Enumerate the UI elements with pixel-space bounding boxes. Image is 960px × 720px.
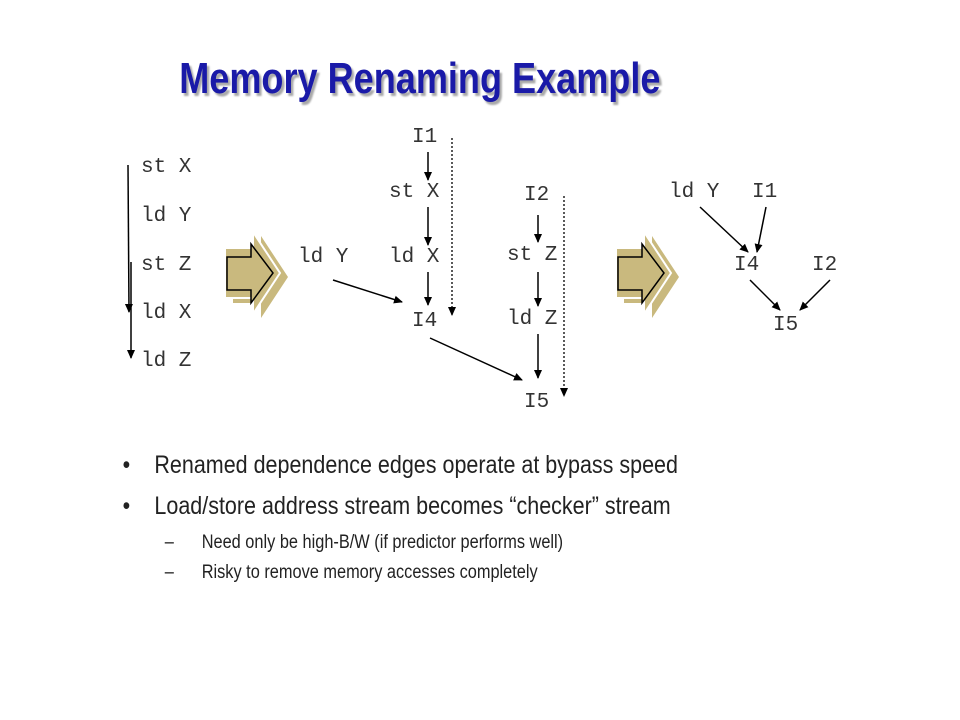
bullet-text: Renamed dependence edges operate at bypa…	[154, 451, 678, 479]
node-i2: I2	[524, 184, 549, 207]
node-st-x: st X	[389, 181, 440, 204]
sub-bullet-text: Risky to remove memory accesses complete…	[201, 562, 538, 583]
renamed-node-i5: I5	[773, 314, 798, 337]
middle-dependence-graph: I1 st X ld Y ld X I4 I2 st Z ld Z I5	[298, 126, 568, 414]
bullet-icon: •	[122, 451, 131, 479]
seq-item-4: ld X	[141, 302, 192, 325]
bullet-icon: •	[122, 492, 131, 520]
renamed-edge-i1-to-i4	[754, 206, 767, 253]
dependence-arrow-st-x-to-ld-x	[124, 164, 133, 313]
renamed-node-i4: I4	[734, 254, 759, 277]
node-st-z: st Z	[507, 244, 557, 267]
node-i5: I5	[524, 391, 549, 414]
bullet-text: Load/store address stream becomes “check…	[154, 492, 671, 520]
seq-item-2: ld Y	[141, 205, 192, 228]
block-arrow-right-icon-2	[615, 228, 679, 318]
bullet-list: • Renamed dependence edges operate at by…	[120, 450, 808, 592]
left-instruction-sequence: st X ld Y st Z ld X ld Z	[124, 156, 192, 373]
renamed-edge-ld-y-to-i4	[699, 206, 749, 253]
right-renamed-graph: ld Y I1 I4 I2 I5	[669, 181, 837, 337]
sub-bullet-text: Need only be high-B/W (if predictor perf…	[201, 532, 564, 553]
sub-bullet-item: – Risky to remove memory accesses comple…	[120, 562, 808, 584]
node-ld-x: ld X	[389, 246, 440, 269]
block-arrow-right-icon	[224, 228, 288, 318]
renamed-edge-i4-to-i5	[749, 279, 781, 311]
edge-i4-to-i5	[429, 337, 523, 381]
page-title: Memory Renaming Example	[179, 54, 661, 103]
renamed-edge-i2-to-i5	[799, 279, 831, 311]
node-ld-z: ld Z	[507, 308, 557, 331]
node-ld-y: ld Y	[298, 246, 349, 269]
node-i4: I4	[412, 310, 437, 333]
seq-item-3: st Z	[141, 254, 191, 277]
renamed-node-i1: I1	[752, 181, 777, 204]
renamed-node-ld-y: ld Y	[669, 181, 720, 204]
bullet-item: • Renamed dependence edges operate at by…	[120, 450, 808, 480]
dash-icon: –	[164, 562, 174, 583]
node-i1: I1	[412, 126, 437, 149]
dash-icon: –	[164, 532, 174, 553]
edge-ld-y-to-i4	[332, 279, 403, 304]
bullet-item: • Load/store address stream becomes “che…	[120, 491, 808, 521]
seq-item-1: st X	[141, 156, 192, 179]
seq-item-5: ld Z	[141, 350, 191, 373]
sub-bullet-item: – Need only be high-B/W (if predictor pe…	[120, 532, 808, 554]
renamed-node-i2: I2	[812, 254, 837, 277]
